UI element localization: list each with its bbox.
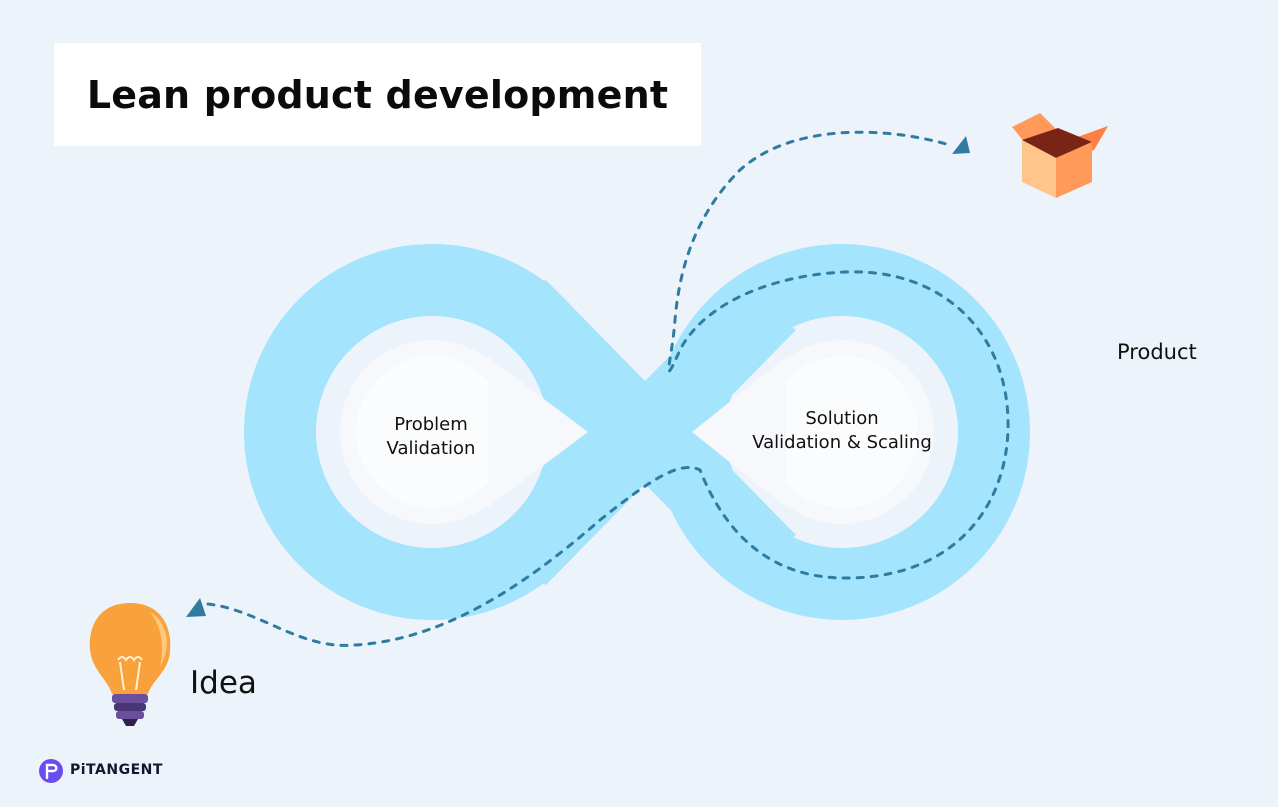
loop-crossing xyxy=(488,279,796,586)
bulb-glass xyxy=(89,603,171,694)
logo-spacer xyxy=(40,758,64,782)
right-hub-notch xyxy=(692,357,786,507)
box-inside xyxy=(1022,128,1092,158)
title-card: Lean product development xyxy=(54,43,701,146)
bulb-base-3 xyxy=(116,711,144,719)
box-left-flap xyxy=(1012,113,1058,144)
brand-name: PiTANGENT xyxy=(70,762,163,778)
box-front-right xyxy=(1056,142,1092,198)
crossing-band-b xyxy=(494,279,796,586)
solution-validation-label: Solution Validation & Scaling xyxy=(752,408,932,453)
left-loop-hub-glow xyxy=(356,356,508,508)
bulb-base-2 xyxy=(114,703,146,711)
brand-logo-mark xyxy=(39,759,63,783)
start-arrowhead xyxy=(186,598,206,617)
journey-path xyxy=(186,130,1010,647)
journey-dashed-line xyxy=(206,130,1010,647)
open-box-icon xyxy=(1012,113,1108,198)
end-arrowhead xyxy=(952,136,970,154)
bulb-highlight xyxy=(150,612,167,666)
bulb-base-1 xyxy=(112,694,148,703)
brand-logo: PiTANGENT xyxy=(40,758,163,782)
logo-glyph xyxy=(45,763,58,780)
page-title: Lean product development xyxy=(86,72,669,117)
problem-validation-label: Problem Validation xyxy=(386,414,476,459)
right-loop-hub-glow xyxy=(766,356,918,508)
lightbulb-icon xyxy=(89,603,171,726)
bulb-tip xyxy=(122,719,138,726)
product-label: Product xyxy=(1117,340,1197,364)
bulb-filament xyxy=(117,656,143,691)
left-hub-notch xyxy=(488,357,588,507)
box-front-left xyxy=(1022,140,1056,198)
idea-label: Idea xyxy=(190,665,257,701)
